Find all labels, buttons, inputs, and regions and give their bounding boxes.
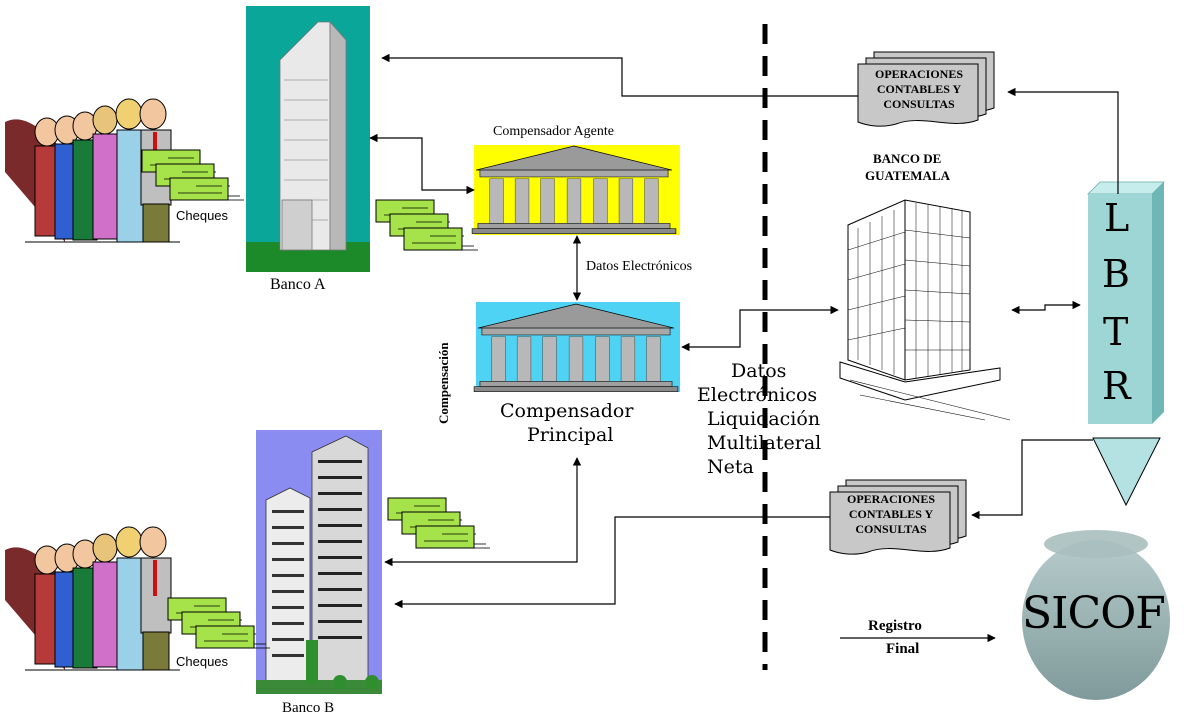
- ops-top-text: OPERACIONES CONTABLES Y CONSULTAS: [858, 67, 980, 112]
- cheques-right-b-stack: [387, 497, 491, 549]
- lbtr-letter-l: L: [1104, 196, 1130, 240]
- neta-label: Neta: [707, 456, 754, 478]
- sicof-cylinder: [1022, 530, 1170, 700]
- compensador-agente-icon: [471, 145, 680, 235]
- ops-top-line-3: CONSULTAS: [883, 97, 955, 111]
- compensador-agente-label: Compensador Agente: [493, 124, 614, 139]
- compensacion-label: Compensación: [436, 342, 451, 424]
- multilateral-label: Multilateral: [707, 432, 822, 454]
- datos-electronicos-small-label: Datos Electrónicos: [586, 259, 693, 274]
- lbtr-letter-t: T: [1103, 310, 1129, 354]
- banco-guatemala-label-2: GUATEMALA: [865, 168, 950, 183]
- banco-guatemala-label-1: BANCO DE: [873, 151, 942, 166]
- ops-top-line-1: OPERACIONES: [874, 67, 963, 81]
- ops-top-line-2: CONTABLES Y: [876, 82, 962, 96]
- cheques-middle-stack: [375, 199, 479, 251]
- ops-bottom-line-1: OPERACIONES: [846, 492, 935, 506]
- ops-bottom-text: OPERACIONES CONTABLES Y CONSULTAS: [830, 492, 952, 537]
- compensador-principal-label-1: Compensador: [500, 400, 634, 422]
- datos-label: Datos: [731, 360, 787, 382]
- arrow-ops-bottom-to-banco-b: [394, 516, 830, 609]
- lbtr-column: [1087, 181, 1165, 424]
- arrow-principal-banco-b: [384, 457, 582, 567]
- final-label: Final: [886, 641, 920, 657]
- arrow-banco-a-agente: [369, 133, 475, 195]
- arrow-principal-bg: [681, 305, 839, 352]
- triangle-connector: [1092, 437, 1161, 507]
- ops-bottom-line-3: CONSULTAS: [855, 522, 927, 536]
- registro-label: Registro: [868, 618, 922, 634]
- banco-a-label: Banco A: [270, 276, 326, 293]
- sicof-label: SICOF: [1022, 588, 1166, 639]
- ops-bottom-line-2: CONTABLES Y: [848, 507, 934, 521]
- lbtr-letter-r: R: [1102, 364, 1131, 408]
- banco-b-building: [256, 430, 382, 694]
- customers-bottom-illustration: [3, 525, 182, 672]
- arrow-bg-lbtr: [1011, 300, 1081, 315]
- banco-b-label: Banco B: [282, 700, 335, 716]
- compensador-principal-icon: [473, 302, 680, 393]
- banco-a-building: [246, 6, 370, 272]
- electronicos-label: Electrónicos: [697, 384, 818, 406]
- arrow-lbtr-to-ops-top: [1007, 87, 1119, 194]
- liquidacion-label: Liquidación: [707, 408, 821, 430]
- banco-guatemala-building: [839, 199, 1011, 421]
- arrow-sicof-to-ops-bottom: [971, 439, 1093, 520]
- arrow-ops-to-banco-a: [381, 53, 858, 97]
- cheques-top-label: Cheques: [176, 208, 229, 223]
- compensador-principal-label-2: Principal: [527, 424, 614, 446]
- cheques-bottom-label: Cheques: [176, 654, 229, 669]
- cheques-bottom-stack: [167, 597, 271, 649]
- lbtr-letter-b: B: [1102, 252, 1130, 296]
